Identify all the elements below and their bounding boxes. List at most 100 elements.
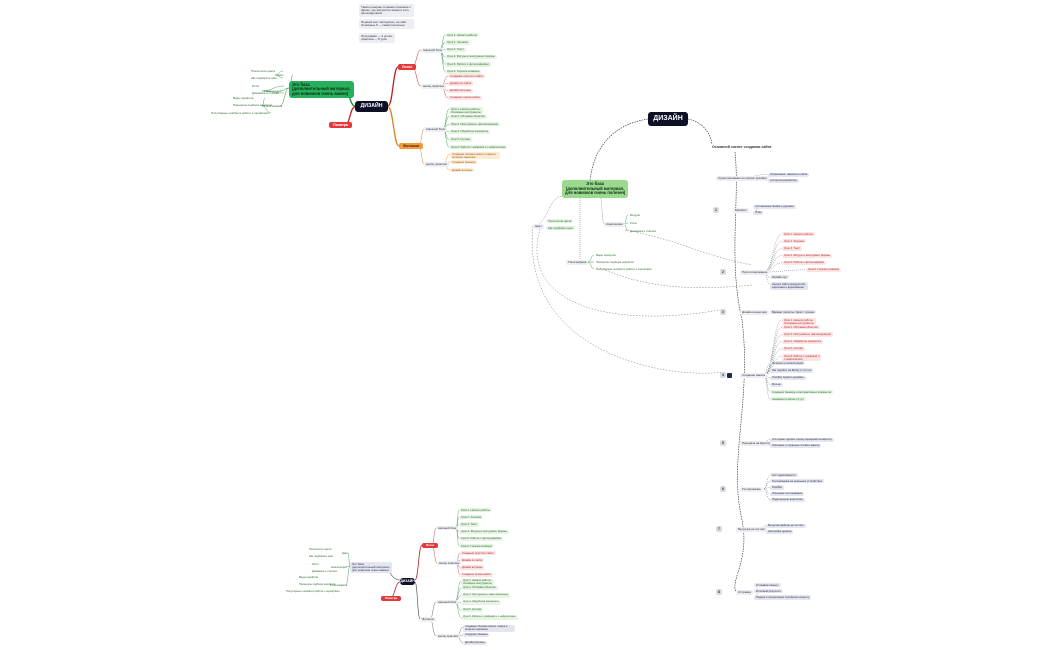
mock-group-1[interactable]: сквозной блок — [424, 126, 447, 132]
step-number-3[interactable]: 3 — [720, 309, 726, 315]
logos-branch-bottom[interactable]: Логос — [422, 543, 439, 549]
mock-item-1[interactable]: Урок 2. Обтравка объектов — [449, 114, 487, 119]
step-2-item-1[interactable]: Урок 2. Хроника — [782, 239, 806, 244]
b-logo-item-4[interactable]: Урок 5. Работа с фотографиями — [459, 536, 504, 542]
logo-item2-3[interactable]: Создание промо-кейса — [448, 95, 482, 101]
rb-color[interactable]: Цвет — [533, 223, 544, 229]
root-node-bottom[interactable]: ДИЗАЙН — [400, 578, 415, 585]
step-4-item-5[interactable]: Урок 6. Работа с графикой и с нейросетям… — [782, 354, 822, 362]
step-1-item-0[interactable]: Составление брифа и дорожки — [753, 204, 796, 209]
base-node-right[interactable]: Это база (дополнительный материал, для н… — [562, 180, 629, 199]
b-base-item-2-1[interactable]: Принципы подбора шрифтов — [299, 582, 336, 586]
skeleton-title[interactable]: Основной скелет создания сайта — [712, 144, 772, 149]
step-number-6[interactable]: 6 — [720, 486, 726, 492]
base-node[interactable]: Это база (дополнительный материал, для н… — [289, 81, 354, 99]
rb-typo[interactable]: Типографика — [566, 259, 589, 265]
b-mock-item-2[interactable]: Урок 3. Инструменты цветокоррекции — [461, 593, 511, 598]
note-1[interactable]: Таким генераю словами описание к фразе, … — [359, 4, 414, 18]
step-0-item-0[interactable]: Упражнение: гамильтон сайта — [768, 172, 810, 177]
base-group-2[interactable]: Типографика — [264, 103, 283, 108]
logo-item-0[interactable]: Урок 1. Начало работы — [445, 32, 479, 38]
step-4-item-1[interactable]: Урок 2. Обтравка объектов — [782, 325, 820, 330]
step-1-item-1[interactable]: План — [753, 210, 764, 215]
step-number-2[interactable]: 2 — [720, 269, 726, 275]
b-mock-item2-1[interactable]: Создание баннера — [463, 632, 490, 638]
step-8-item-0[interactable]: Отправка клиенту — [754, 583, 781, 588]
b-mock-group-1[interactable]: сквозной блок — [436, 599, 459, 605]
b-base-group-0[interactable]: Цвет — [342, 550, 349, 555]
step-4-item-7[interactable]: Как перейти на Фигму и что это — [770, 368, 814, 373]
step-7-item-1[interactable]: Настройка домена — [766, 529, 794, 534]
base-item-2-2[interactable]: Популярные ошибки в работе с шрифтами — [211, 110, 269, 115]
step-5-item-1[interactable]: Описание и проверка готового макета — [770, 443, 822, 448]
step-0-item-1[interactable]: Алгоритм разработки — [768, 178, 799, 183]
step-number-5[interactable]: 5 — [720, 440, 726, 446]
logo-item-2[interactable]: Урок 3. Текст — [445, 47, 466, 52]
logo-item2-1[interactable]: Дизайн из сайта — [448, 80, 474, 86]
rb-color-item-0[interactable]: Психология цвета — [546, 218, 574, 224]
step-5[interactable]: Передача на вёрстку — [740, 440, 773, 446]
step-4-item-11[interactable]: Анимации в фигме (4 ур.) — [770, 397, 806, 402]
b-base-item-2-2[interactable]: Популярные ошибки в работе с шрифтами — [286, 589, 340, 593]
mockup-branch-bottom[interactable]: Фотошоп — [420, 616, 437, 622]
mock-item-3[interactable]: Урок 4. Обработка скриншота — [449, 129, 491, 135]
b-mock-item-5[interactable]: Урок 6. Работа с графикой и с нейросетям… — [461, 615, 518, 620]
rb-comp-item-2[interactable]: Динамика и статика — [630, 228, 656, 233]
step-4-item-9[interactable]: Мок-ап — [770, 382, 783, 388]
mock-item2-2[interactable]: Дизайн витрины — [450, 168, 475, 173]
note-2[interactable]: Первый шаг: методично, на сайт. Основные… — [359, 19, 414, 29]
b-logo-item-2[interactable]: Урок 3. Текст — [459, 522, 480, 527]
step-7[interactable]: Выгрузка на хостинг — [736, 526, 768, 532]
step-2-item-3[interactable]: Урок 4. Фигуры и инструмент формы — [782, 253, 832, 258]
base-group-0[interactable]: Цвет — [277, 72, 284, 77]
base-item-1-1[interactable]: Динамика и статика — [252, 90, 279, 95]
note-3[interactable]: Программа — 4 урока, практика — 8 урок — [359, 33, 395, 43]
b-mock-item-4[interactable]: Урок 5. Коллаж — [461, 607, 484, 613]
b-logo-group-1[interactable]: сквозной блок — [436, 525, 459, 531]
b-logo-item2-0[interactable]: Создание простого сайта — [460, 551, 496, 556]
b-base-item-1-1[interactable]: Динамика и статика — [312, 569, 337, 573]
step-8-item-1[interactable]: Итоговый результат — [754, 589, 783, 594]
palette-branch-bottom[interactable]: Палитра — [381, 596, 402, 602]
b-mock-item-0[interactable]: Урок 1. Начало работы. Основные инструме… — [461, 578, 494, 587]
step-4-item-2[interactable]: Урок 3. Инструменты цветокоррекции — [782, 332, 833, 337]
logo-group-2[interactable]: месяц практики — [421, 83, 446, 89]
step-3[interactable]: Дизайн-концепция — [740, 309, 769, 315]
step-6-item-1[interactable]: Тестирование на реальных устройствах — [770, 479, 825, 484]
step-2-item-0[interactable]: Урок 1. Начало работы — [782, 232, 815, 237]
step-2[interactable]: Прототипирование — [740, 269, 770, 275]
b-logo-item-3[interactable]: Урок 4. Фигуры и инструмент формы — [459, 529, 509, 534]
b-base-group-1[interactable]: Композиция — [331, 564, 347, 569]
logo-item2-0[interactable]: Создание простого сайта — [448, 73, 485, 79]
step-4[interactable]: Создание макета — [740, 372, 768, 378]
logo-item-5[interactable]: Урок 6. Горячие клавиши — [445, 69, 482, 74]
root-node[interactable]: ДИЗАЙН — [355, 101, 388, 112]
base-item-0-1[interactable]: Как подбирать цвет — [251, 75, 278, 80]
logo-item-1[interactable]: Урок 2. Хроника — [445, 39, 470, 45]
logo-group-1[interactable]: сквозной блок — [421, 47, 444, 53]
b-mock-item2-0[interactable]: Создание обложки нового товара в интерне… — [463, 625, 515, 633]
step-2-item-6[interactable]: Онлайн-тур — [770, 275, 789, 280]
logo-item-4[interactable]: Урок 5. Работа с фотографиями — [445, 61, 491, 67]
step-number-4[interactable]: 4 — [720, 372, 726, 378]
b-mock-item-3[interactable]: Урок 4. Обработка скриншота — [461, 600, 501, 606]
step-2-item-4[interactable]: Урок 5. Работа с фотографиями — [782, 260, 827, 266]
step-6-item-2[interactable]: Ошибки — [770, 485, 784, 490]
b-mock-item2-2[interactable]: Дизайн витрины — [463, 640, 487, 646]
step-4-item-8[interactable]: Ошибки первого дизайна — [770, 375, 806, 380]
mock-item-2[interactable]: Урок 3. Инструменты цветокоррекции — [449, 122, 500, 127]
logo-item-3[interactable]: Урок 4. Фигуры и инструмент формы — [445, 54, 497, 60]
base-item-1-0[interactable]: Ритм — [252, 83, 259, 88]
step-4-item-10[interactable]: Создание баннера и интерактивных элемент… — [770, 390, 834, 395]
base-item-2-0[interactable]: Виды шрифтов — [233, 95, 254, 100]
step-2-item-7[interactable]: Анализ сайта конкурентов, зарисовка и вд… — [770, 282, 808, 290]
logo-item2-2[interactable]: Дизайн витрины — [448, 88, 474, 93]
b-base-item-0-1[interactable]: Как подбирать цвет — [309, 554, 334, 558]
mock-item-5[interactable]: Урок 6. Работа с графикой и с нейросетям… — [449, 145, 508, 150]
b-logo-item-5[interactable]: Урок 6. Горячие клавиши — [459, 544, 495, 549]
b-mock-item-1[interactable]: Урок 2. Обтравка объектов — [461, 585, 498, 591]
rb-comp-item-1[interactable]: Ритм — [630, 220, 637, 225]
step-3-item-0[interactable]: Вариант палитры / фонт / лучшее — [770, 310, 817, 315]
b-logo-group-2[interactable]: месяц практики — [437, 560, 462, 566]
step-8[interactable]: Отправка — [736, 589, 753, 595]
